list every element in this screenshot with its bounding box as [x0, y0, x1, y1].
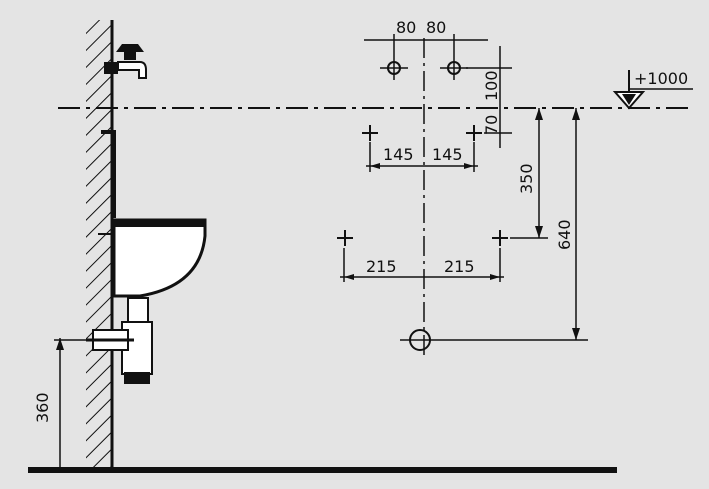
dimension-350 — [510, 108, 548, 239]
level-marker-icon — [612, 70, 693, 110]
lower-fixing-height-label: 350 — [517, 163, 536, 194]
waste-outlet — [400, 329, 588, 351]
upper-fixing-marks — [362, 125, 482, 172]
lower-fixing-half-left-label: 215 — [366, 257, 397, 276]
waste-outlet-height-label: 640 — [555, 219, 574, 250]
reference-level-label: +1000 — [634, 69, 688, 88]
wall — [86, 20, 114, 470]
tap-spacing-left-label: 80 — [396, 18, 416, 37]
dimension-640 — [572, 108, 580, 340]
upper-fixing-half-right-label: 145 — [432, 145, 463, 164]
upper-fixing-half-left-label: 145 — [383, 145, 414, 164]
siphon-icon — [86, 297, 153, 384]
tap-spacing-right-label: 80 — [426, 18, 446, 37]
lower-fixing-marks — [337, 230, 508, 282]
dimension-360 — [54, 338, 86, 470]
waste-inlet-height-label: 360 — [33, 392, 52, 423]
basin — [98, 130, 207, 298]
tap-icon — [104, 44, 147, 79]
lower-fixing-half-right-label: 215 — [444, 257, 475, 276]
tap-holes — [380, 34, 468, 80]
tap-rise-label: 100 — [482, 70, 501, 101]
dimension-100-70 — [466, 46, 512, 148]
top-mark-drop-label: 70 — [482, 115, 501, 135]
